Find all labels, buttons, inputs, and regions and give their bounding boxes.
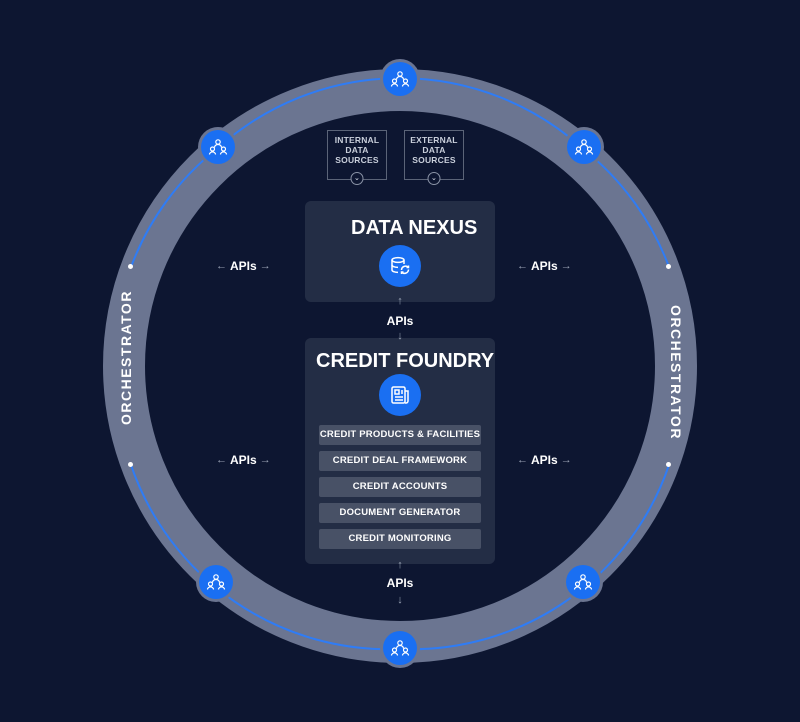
user-group-node (201, 130, 235, 164)
internal-line-3: SOURCES (335, 155, 379, 165)
data-nexus-panel: DATA NEXUS (305, 201, 495, 302)
ring-dot (128, 264, 133, 269)
api-link-right-bottom: ← APIs → (517, 453, 572, 467)
ring-dot (666, 462, 671, 467)
user-group-node (567, 130, 601, 164)
api-link-right-top: ← APIs → (517, 259, 572, 273)
internal-data-sources-box: INTERNAL DATA SOURCES ⌄ (327, 130, 387, 185)
user-group-icon (574, 139, 594, 155)
external-line-3: SOURCES (412, 155, 456, 165)
arrow-left-icon: ← (216, 260, 227, 272)
user-group-node (199, 565, 233, 599)
chevron-down-icon: ⌄ (350, 172, 364, 185)
arrow-right-icon: → (560, 260, 572, 272)
internal-line-2: DATA (345, 145, 369, 155)
user-group-icon (573, 574, 593, 590)
data-nexus-icon-circle (379, 245, 421, 287)
api-label: APIs (230, 453, 257, 467)
external-line-1: EXTERNAL (410, 135, 458, 145)
api-link-center-middle: APIs (386, 314, 414, 328)
internal-line-1: INTERNAL (334, 135, 380, 145)
orchestrator-label-left: ORCHESTRATOR (118, 290, 134, 425)
ring-dot (128, 462, 133, 467)
arrow-left-icon: ← (517, 454, 528, 466)
user-group-node (383, 631, 417, 665)
credit-foundry-icon-circle (379, 374, 421, 416)
external-data-sources-box: EXTERNAL DATA SOURCES ⌄ (404, 130, 464, 185)
arrow-right-icon: → (259, 260, 271, 272)
arrow-up-icon: ↑ (397, 295, 403, 307)
user-group-icon (390, 640, 410, 656)
api-label: APIs (531, 453, 558, 467)
chevron-down-icon: ⌄ (427, 172, 441, 185)
api-link-left-top: ← APIs → (216, 259, 271, 273)
api-link-left-bottom: ← APIs → (216, 453, 271, 467)
orchestrator-label-right: ORCHESTRATOR (668, 305, 684, 440)
database-sync-icon (391, 256, 410, 275)
api-link-center-bottom: APIs (386, 576, 414, 590)
arrow-down-icon: ↓ (397, 330, 403, 342)
module-credit-deal-framework: CREDIT DEAL FRAMEWORK (319, 451, 481, 471)
module-credit-monitoring: CREDIT MONITORING (319, 529, 481, 549)
api-label: APIs (230, 259, 257, 273)
user-group-node (383, 62, 417, 96)
data-nexus-title: DATA NEXUS (351, 217, 478, 239)
module-credit-accounts: CREDIT ACCOUNTS (319, 477, 481, 497)
document-icon (391, 386, 409, 404)
arrow-right-icon: → (560, 454, 572, 466)
arrow-down-icon: ↓ (397, 594, 403, 606)
arrow-right-icon: → (259, 454, 271, 466)
user-group-icon (206, 574, 226, 590)
arrow-left-icon: ← (517, 260, 528, 272)
user-group-node (566, 565, 600, 599)
user-group-icon (390, 71, 410, 87)
ring-dot (666, 264, 671, 269)
arrow-left-icon: ← (216, 454, 227, 466)
module-document-generator: DOCUMENT GENERATOR (319, 503, 481, 523)
external-line-2: DATA (422, 145, 446, 155)
api-label: APIs (531, 259, 558, 273)
module-credit-products-facilities: CREDIT PRODUCTS & FACILITIES (319, 425, 481, 445)
arrow-up-icon: ↑ (397, 559, 403, 571)
user-group-icon (208, 139, 228, 155)
credit-foundry-title: CREDIT FOUNDRY (316, 350, 495, 372)
